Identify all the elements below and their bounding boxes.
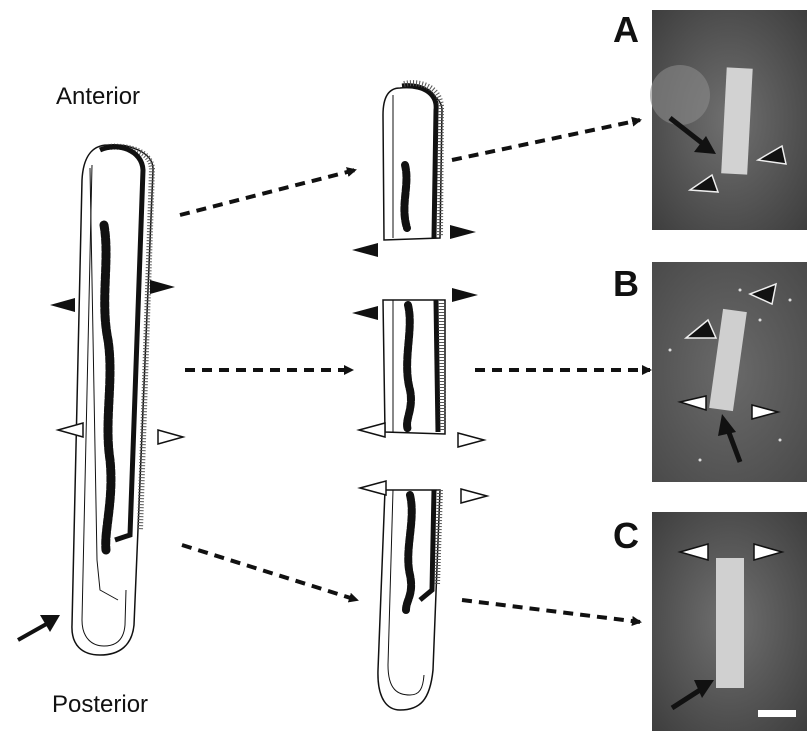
filled-arrowhead-left-2: [150, 280, 175, 294]
panel-a: A: [613, 9, 807, 230]
dashed-arrow-1: [180, 170, 355, 215]
filled-arrowhead-mid-2: [450, 225, 476, 239]
open-arrowhead-mid-4: [461, 489, 487, 503]
intact-organism-drawing: [72, 145, 153, 655]
open-arrowhead-mid-2: [458, 433, 484, 447]
panel-c: C: [613, 512, 807, 731]
posterior-label: Posterior: [52, 691, 148, 718]
filled-arrowhead-left-1: [50, 298, 75, 312]
cut-organism-drawing: [378, 83, 445, 710]
open-arrowhead-mid-1: [359, 423, 385, 437]
panel-letter-a: A: [613, 9, 639, 50]
panel-letter-b: B: [613, 263, 639, 304]
filled-arrowhead-mid-4: [452, 288, 478, 302]
anterior-label: Anterior: [56, 83, 140, 110]
dashed-arrow-3: [182, 545, 357, 600]
open-arrowhead-left-1: [58, 423, 83, 437]
dashed-arrow-6: [462, 600, 640, 622]
scale-bar: [758, 710, 796, 717]
open-arrowhead-left-2: [158, 430, 183, 444]
specimen-c: [716, 558, 744, 688]
dashed-arrow-4: [452, 120, 640, 160]
open-arrowhead-mid-3: [360, 481, 386, 495]
posterior-arrow: [18, 615, 60, 640]
filled-arrowhead-mid-1: [352, 243, 378, 257]
filled-arrowhead-mid-3: [352, 306, 378, 320]
panel-b: B: [613, 262, 807, 482]
specimen-a: [721, 67, 753, 174]
panel-letter-c: C: [613, 515, 639, 556]
